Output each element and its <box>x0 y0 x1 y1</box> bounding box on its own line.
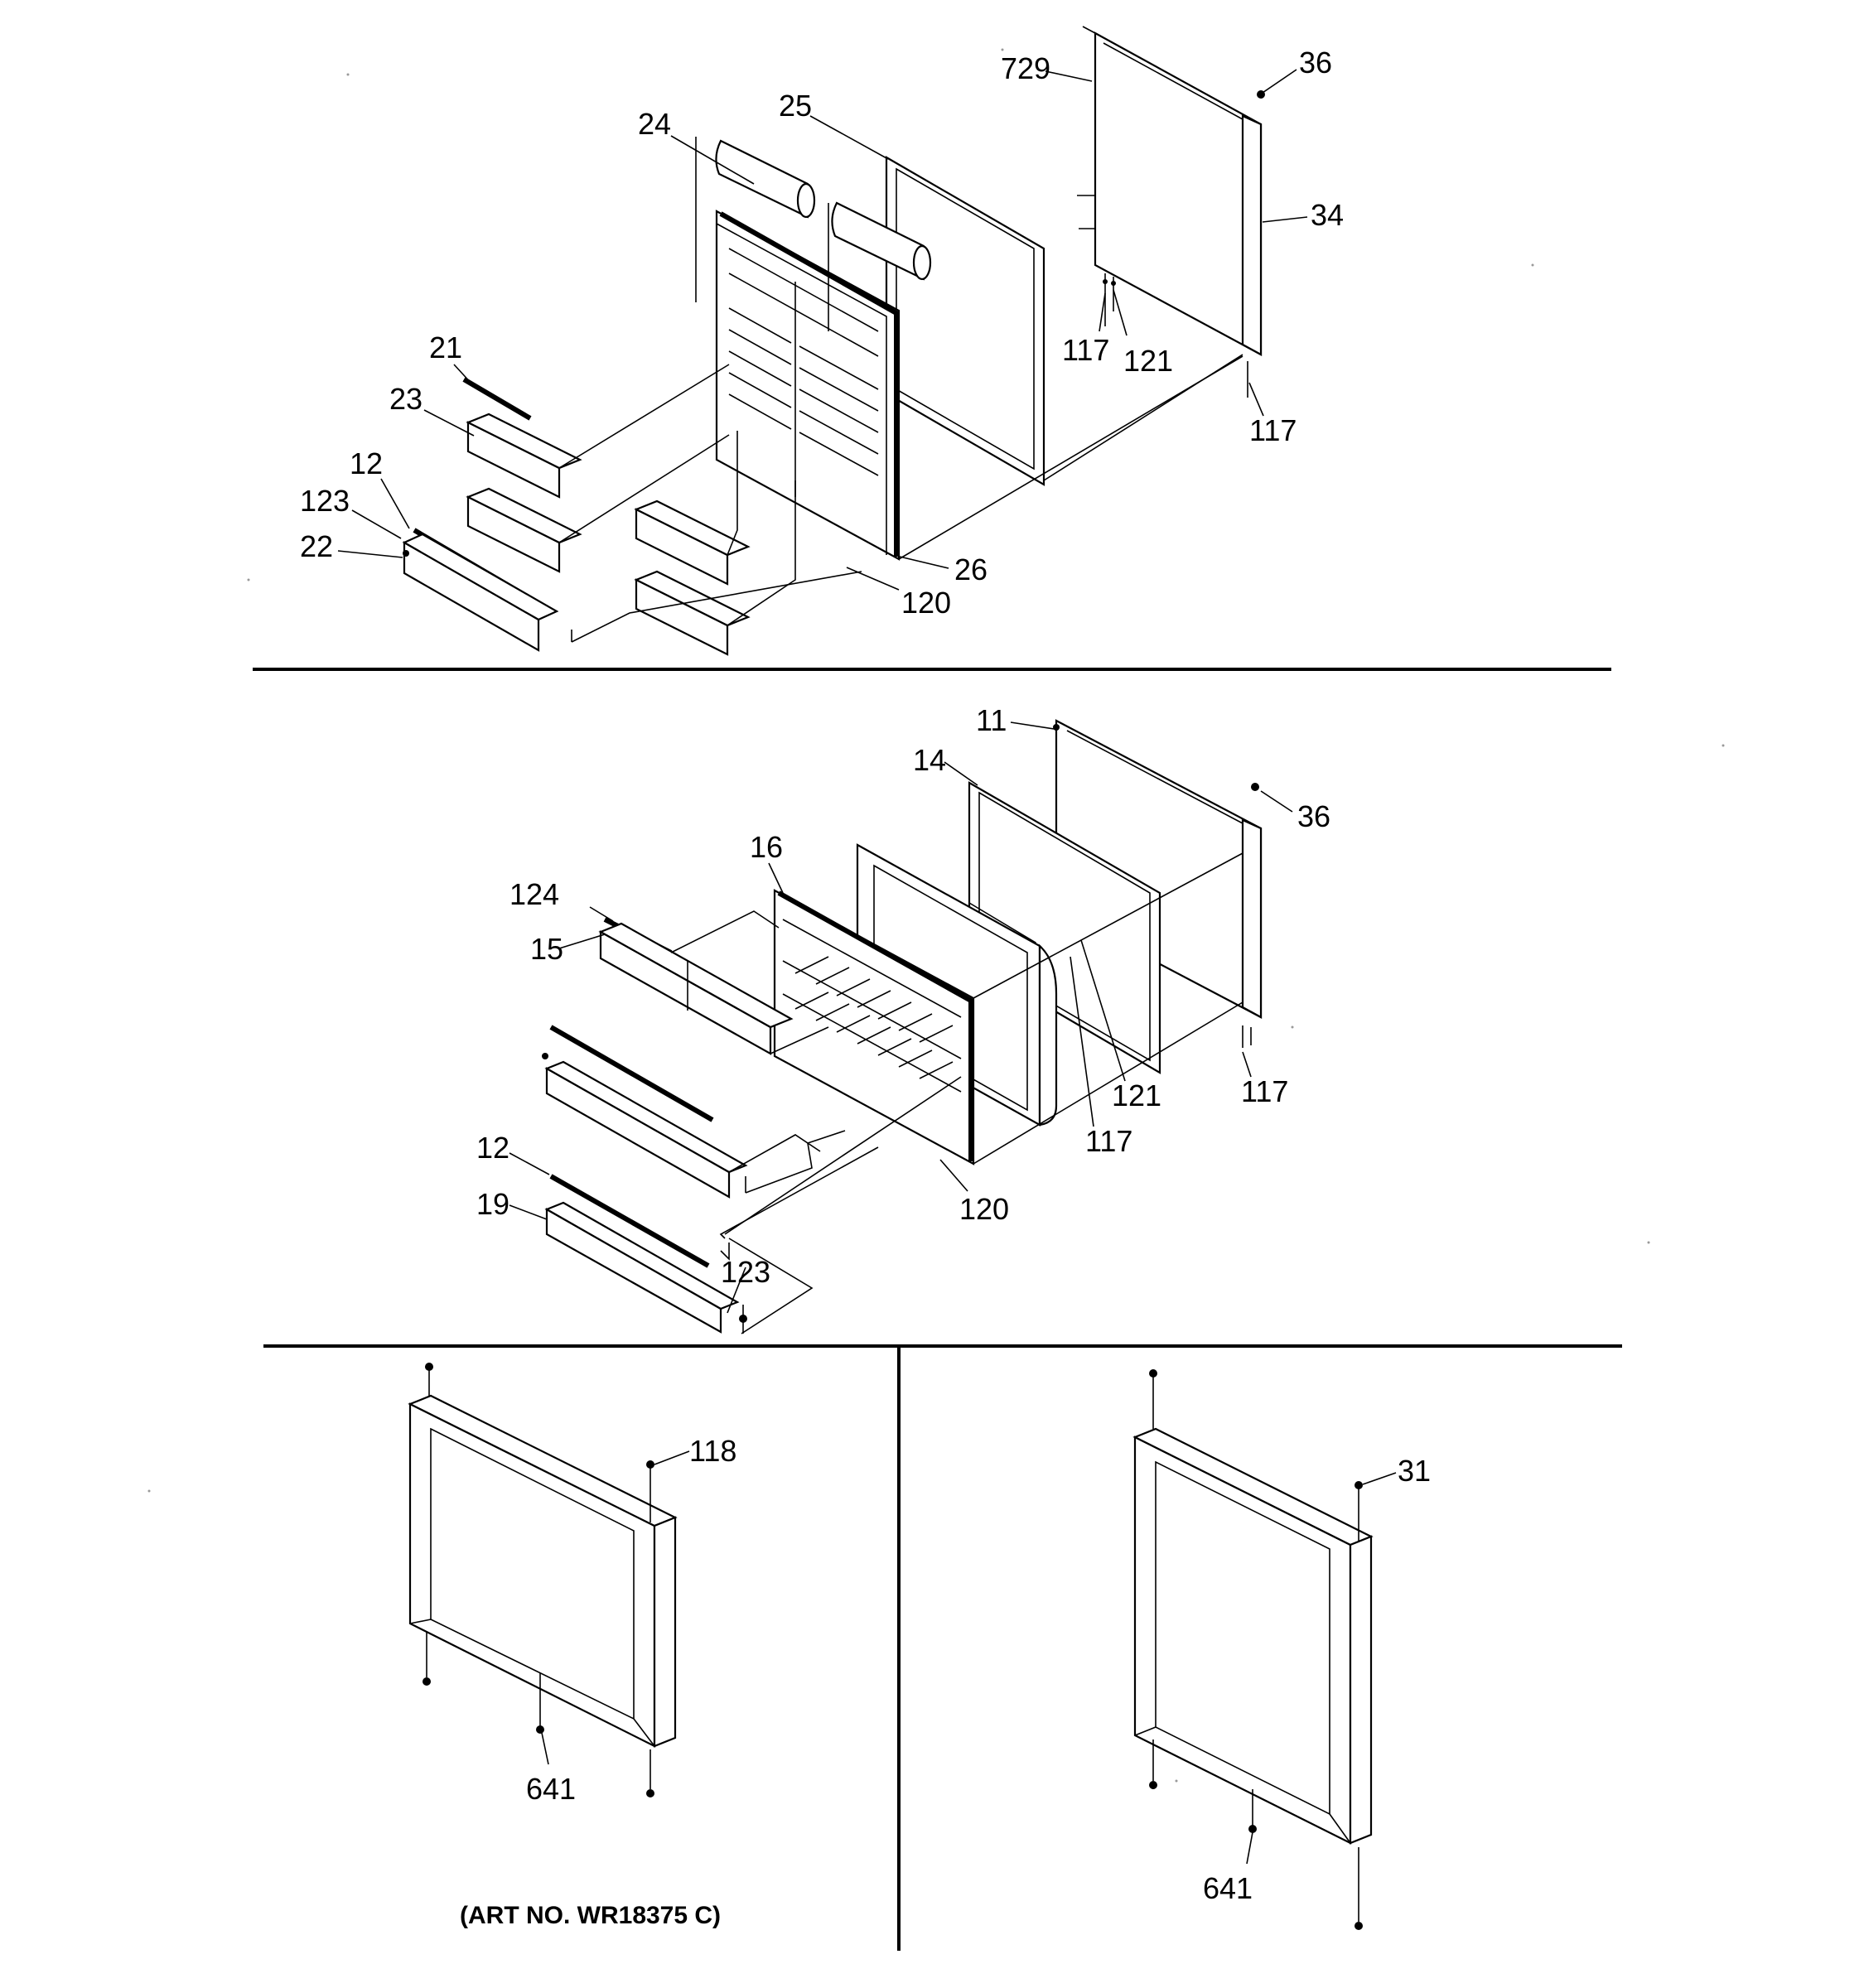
fresh-food-door-assembly: 729 36 24 25 34 117 121 117 21 23 12 123… <box>300 26 1344 656</box>
callout-22: 22 <box>300 529 333 563</box>
long-door-shelf <box>402 528 572 652</box>
callout-641: 641 <box>526 1772 576 1806</box>
callout-121: 121 <box>1123 344 1173 378</box>
callout-34: 34 <box>1311 198 1344 232</box>
callout-14: 14 <box>913 743 946 777</box>
door-bins <box>462 377 751 656</box>
outer-door-panel <box>1077 26 1265 398</box>
callout-117: 117 <box>1241 1074 1288 1108</box>
callout-25: 25 <box>779 89 812 123</box>
callout-leaders <box>337 69 1308 591</box>
callout-120: 120 <box>901 586 951 620</box>
callout-24: 24 <box>638 107 671 141</box>
callout-123: 123 <box>721 1255 770 1289</box>
assembly-guide-lines <box>558 354 1243 643</box>
freezer-callout-leaders <box>509 721 1293 1314</box>
callout-23: 23 <box>389 382 423 416</box>
callout-641: 641 <box>1203 1871 1253 1905</box>
dairy-compartment-door <box>695 137 932 331</box>
callout-15: 15 <box>530 932 563 966</box>
freezer-outer-panel <box>1053 719 1263 1048</box>
callout-19: 19 <box>476 1187 509 1221</box>
freezer-lower-shelf <box>544 1174 747 1334</box>
callout-120: 120 <box>959 1192 1009 1226</box>
door-frame-right: 31 641 <box>1132 1369 1431 1930</box>
callout-121: 121 <box>1112 1078 1161 1112</box>
art-number: (ART NO. WR18375 C) <box>460 1902 721 1929</box>
freezer-gasket <box>968 781 1161 1074</box>
callout-117: 117 <box>1062 333 1109 367</box>
callout-26: 26 <box>954 552 988 586</box>
freezer-guide-lines <box>670 852 1243 1334</box>
freezer-callout-labels: 11 14 36 16 124 15 121 117 117 12 19 120… <box>476 703 1330 1289</box>
door-liner <box>715 210 901 561</box>
callout-123: 123 <box>300 484 350 518</box>
callout-118: 118 <box>689 1434 736 1468</box>
door-gasket <box>885 156 1045 486</box>
door-frame-left: 118 641 <box>408 1363 736 1806</box>
callout-36: 36 <box>1299 46 1332 80</box>
callout-11: 11 <box>976 703 1007 737</box>
callout-124: 124 <box>509 877 559 911</box>
callout-36: 36 <box>1297 799 1330 833</box>
freezer-liner <box>773 889 975 1165</box>
freezer-liner-ribs <box>794 956 954 1079</box>
callout-117: 117 <box>1085 1124 1132 1158</box>
callout-729: 729 <box>1001 51 1050 85</box>
freezer-middle-shelf <box>542 1025 748 1199</box>
callout-21: 21 <box>429 331 462 364</box>
callout-117: 117 <box>1249 413 1297 447</box>
freezer-door-assembly: 11 14 36 16 124 15 121 117 117 12 19 120… <box>476 703 1330 1334</box>
callout-16: 16 <box>750 830 783 864</box>
callout-12: 12 <box>350 446 383 480</box>
callout-31: 31 <box>1398 1454 1431 1488</box>
callout-12: 12 <box>476 1131 509 1165</box>
freezer-small-bin <box>598 917 794 1055</box>
callout-labels: 729 36 24 25 34 117 121 117 21 23 12 123… <box>300 46 1344 620</box>
